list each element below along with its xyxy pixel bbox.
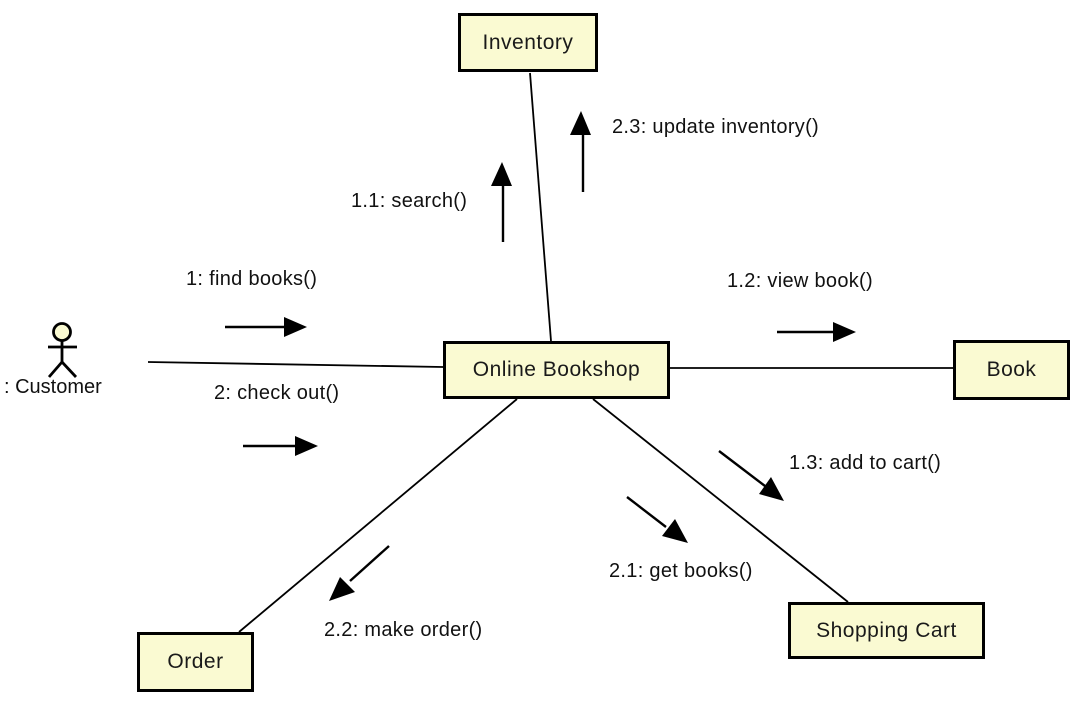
node-inventory: Inventory	[458, 13, 598, 72]
message-label-check-out: 2: check out()	[214, 382, 340, 404]
node-order: Order	[137, 632, 254, 692]
link-bookshop-inventory	[529, 72, 552, 342]
node-shopping-cart: Shopping Cart	[788, 602, 985, 659]
node-book: Book	[953, 340, 1070, 400]
arrow-update-inventory	[570, 111, 591, 192]
arrow-make-order	[329, 545, 390, 601]
message-arrows	[225, 111, 856, 601]
customer-actor-icon	[47, 322, 78, 378]
message-label-add-to-cart: 1.3: add to cart()	[789, 452, 942, 474]
node-online-bookshop-label: Online Bookshop	[472, 358, 641, 381]
node-online-bookshop: Online Bookshop	[443, 341, 670, 399]
link-bookshop-shoppingcart	[592, 398, 849, 603]
arrow-check-out	[243, 436, 318, 456]
arrow-find-books	[225, 317, 307, 337]
node-book-label: Book	[986, 358, 1037, 381]
link-bookshop-order	[238, 398, 518, 633]
message-label-update-inventory: 2.3: update inventory()	[612, 116, 820, 138]
message-label-view-book: 1.2: view book()	[727, 270, 873, 292]
arrow-add-to-cart	[718, 450, 784, 501]
association-lines	[147, 72, 953, 633]
message-label-search: 1.1: search()	[351, 190, 468, 212]
message-label-find-books: 1: find books()	[186, 268, 318, 290]
customer-actor-label: : Customer	[4, 376, 102, 398]
node-inventory-label: Inventory	[482, 30, 574, 54]
message-label-make-order: 2.2: make order()	[324, 619, 483, 641]
arrow-get-books	[626, 496, 688, 543]
message-label-get-books: 2.1: get books()	[609, 560, 753, 582]
arrow-search	[491, 162, 512, 242]
link-customer-bookshop	[147, 361, 444, 368]
node-order-label: Order	[167, 650, 224, 673]
arrow-view-book	[777, 322, 856, 342]
node-shopping-cart-label: Shopping Cart	[816, 618, 957, 642]
